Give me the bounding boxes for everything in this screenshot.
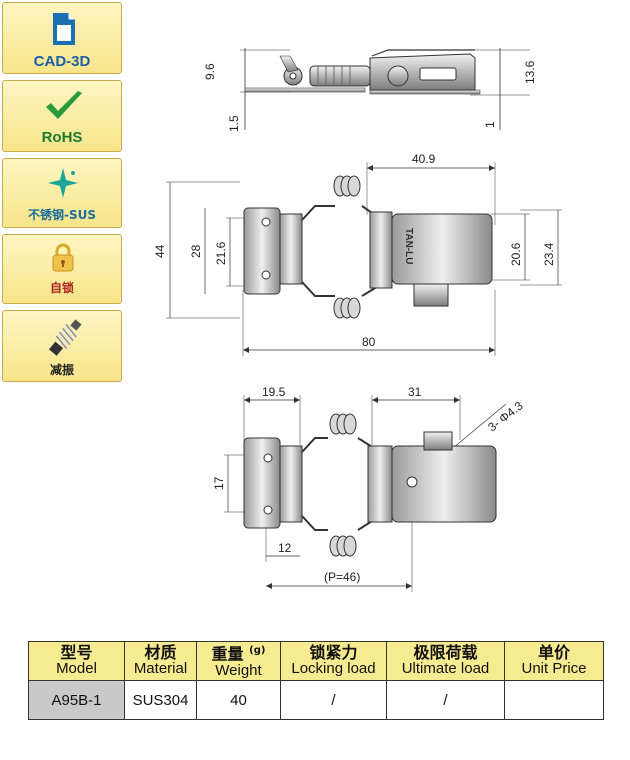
side-dim-1: 1 — [483, 121, 497, 128]
badge-stainless-steel[interactable]: 不锈钢-SUS — [2, 158, 122, 228]
top-dim-21-6: 21.6 — [214, 241, 228, 265]
padlock-icon — [52, 243, 74, 272]
cell-ultimate-load: / — [386, 680, 505, 720]
bottom-view: 19.5 31 17 12 (P=46) 3- Φ4.3 — [212, 385, 526, 592]
document-icon — [53, 13, 75, 45]
side-view: 9.6 1.5 13.6 1 — [203, 48, 537, 132]
side-dim-9-6: 9.6 — [203, 63, 217, 80]
header-weight: 重量 (g)Weight — [196, 641, 281, 681]
top-dim-40-9: 40.9 — [412, 152, 436, 166]
cell-model: A95B-1 — [28, 680, 125, 720]
top-dim-80: 80 — [362, 335, 376, 349]
cell-material: SUS304 — [124, 680, 197, 720]
checkmark-icon — [46, 91, 82, 119]
sparkle-icon — [48, 168, 78, 198]
bottom-dim-17: 17 — [212, 476, 226, 490]
brand-marking: TAN-LU — [403, 228, 414, 264]
bottom-dim-pitch: (P=46) — [324, 570, 360, 584]
badge-label-stainless-steel: 不锈钢-SUS — [27, 208, 96, 222]
badge-self-lock[interactable]: 自锁 — [2, 234, 122, 304]
bottom-dim-12: 12 — [278, 541, 292, 555]
table-row: A95B-1 SUS304 40 / / — [28, 680, 604, 720]
side-dim-1-5: 1.5 — [227, 115, 241, 132]
feature-sidebar: CAD-3D RoHS 不锈钢-SUS 自锁 — [0, 0, 124, 386]
spring-icon — [48, 319, 82, 356]
badge-label-rohs: RoHS — [41, 129, 83, 146]
badge-label-vibration-damping: 减振 — [49, 363, 74, 377]
badge-cad-3d[interactable]: CAD-3D — [2, 2, 122, 74]
top-dim-23-4: 23.4 — [542, 242, 556, 266]
top-view: 40.9 44 28 21.6 20.6 23.4 80 — [153, 152, 562, 356]
top-dim-44: 44 — [153, 244, 167, 258]
side-dim-13-6: 13.6 — [523, 60, 537, 84]
badge-label-self-lock: 自锁 — [49, 281, 74, 295]
bottom-dim-19-5: 19.5 — [262, 385, 286, 399]
cell-unit-price — [504, 680, 604, 720]
top-dim-20-6: 20.6 — [509, 242, 523, 266]
top-dim-28: 28 — [189, 244, 203, 258]
badge-vibration-damping[interactable]: 减振 — [2, 310, 122, 382]
cell-weight: 40 — [196, 680, 281, 720]
cell-locking-load: / — [280, 680, 387, 720]
badge-label-cad-3d: CAD-3D — [33, 53, 91, 70]
badge-rohs[interactable]: RoHS — [2, 80, 122, 152]
bottom-dim-31: 31 — [408, 385, 422, 399]
technical-drawing: 9.6 1.5 13.6 1 40.9 44 28 21.6 — [153, 48, 562, 592]
